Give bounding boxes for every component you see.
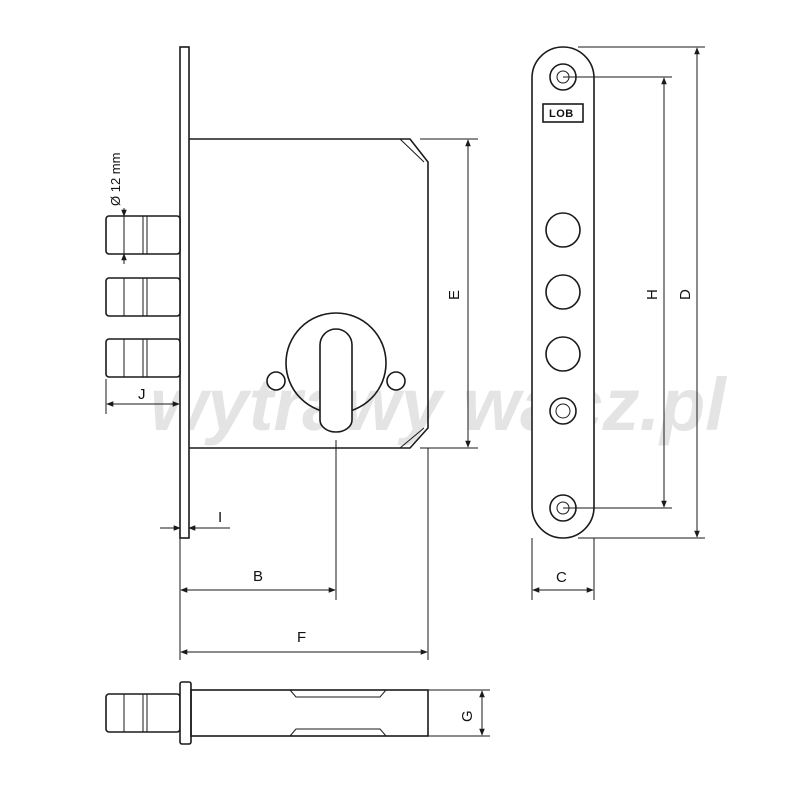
top-view-faceplate (179, 681, 192, 745)
bolt-bottom (105, 338, 181, 378)
bolt-hole-3 (545, 336, 581, 372)
screw-hole-left (266, 371, 286, 391)
lock-front-view: Ø 12 mm J I E B F (105, 46, 478, 660)
faceplate-strip (179, 46, 190, 539)
lock-case-body (189, 138, 429, 449)
e-label: E (446, 290, 463, 300)
cylinder-keyhole (319, 328, 353, 433)
top-view-cylinder-boss (289, 689, 387, 737)
watermark-text: wytrawy wacz.pl (150, 363, 727, 446)
j-label: J (138, 386, 146, 403)
case-chamfer-bottom (399, 427, 425, 449)
bolt-hole-1 (545, 212, 581, 248)
bolt-hole-2 (545, 274, 581, 310)
bolt-top (105, 215, 181, 255)
diameter-label: Ø 12 mm (108, 153, 123, 206)
faceplate-view: LOB H D C (531, 46, 705, 600)
d-label: D (677, 289, 694, 300)
latch-screw-inner (555, 403, 571, 419)
logo-box (542, 103, 584, 123)
top-view-case (190, 689, 429, 737)
b-label: B (253, 568, 263, 585)
g-label: G (459, 710, 476, 722)
f-label: F (297, 629, 306, 646)
bolt-middle (105, 277, 181, 317)
logo-text: LOB (549, 108, 574, 120)
i-label: I (218, 509, 222, 526)
case-chamfer-top (399, 138, 425, 163)
lock-top-view: G (105, 681, 490, 745)
latch-screw (549, 397, 577, 425)
c-label: C (556, 569, 567, 586)
h-label: H (644, 289, 661, 300)
screw-hole-right (386, 371, 406, 391)
